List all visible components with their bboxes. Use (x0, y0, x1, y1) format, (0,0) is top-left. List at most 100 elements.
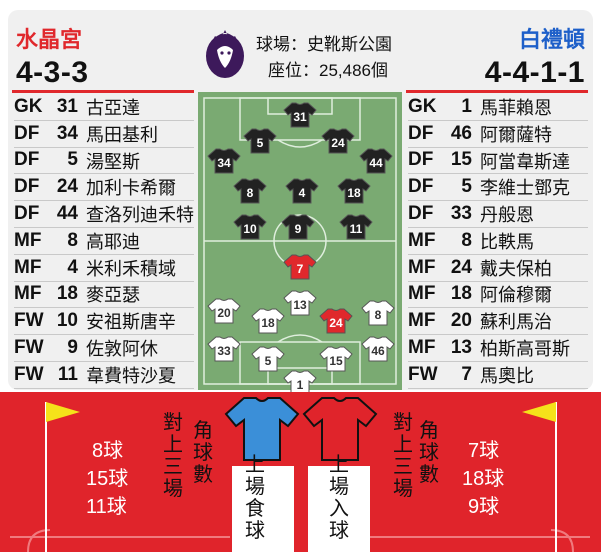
kit-number: 10 (243, 222, 257, 236)
home-stat-2: 15球 (86, 468, 129, 490)
player-number: 15 (450, 149, 472, 171)
kit-number: 13 (293, 298, 307, 312)
player-name: 安祖斯唐辛 (86, 312, 176, 333)
away-corner-flag-icon (522, 402, 556, 422)
away-stat-1: 7球 (468, 440, 500, 462)
away-label-corners: 角球數 (419, 420, 439, 486)
away-stat-3: 9球 (468, 496, 500, 518)
kit-number: 5 (257, 136, 264, 150)
away-kit-15: 15 (319, 346, 353, 372)
home-kit-34: 34 (207, 148, 241, 174)
player-position: DF (14, 122, 40, 144)
player-name: 加利卡希爾 (86, 178, 176, 199)
player-name: 高耶迪 (86, 231, 140, 252)
venue-name: 球場：史靴斯公園 (256, 35, 392, 54)
kit-number: 11 (350, 222, 363, 236)
player-position: MF (408, 256, 436, 278)
player-name: 阿倫穆爾 (480, 285, 552, 306)
home-kit-11: 11 (339, 214, 373, 240)
player-name: 蘇利馬治 (480, 312, 552, 333)
player-number: 20 (450, 310, 472, 332)
player-position: FW (14, 310, 44, 332)
player-name: 佐敦阿休 (86, 339, 158, 360)
away-kit-20: 20 (207, 298, 241, 324)
player-position: MF (408, 310, 436, 332)
kit-number: 20 (217, 306, 231, 320)
kit-number: 7 (297, 262, 304, 276)
player-number: 11 (57, 363, 78, 385)
kit-number: 46 (371, 344, 385, 358)
player-name: 馬奧比 (480, 365, 534, 386)
home-team-name: 水晶宮 (16, 27, 83, 52)
player-name: 湯堅斯 (86, 151, 140, 172)
legend-scored-label: 上場入球 (329, 454, 349, 542)
player-number: 24 (450, 256, 472, 278)
home-kit-5: 5 (243, 128, 277, 154)
player-name: 馬田基利 (86, 124, 158, 145)
away-kit-46: 46 (361, 336, 395, 362)
legend-conceded-label: 上場食球 (245, 454, 265, 542)
home-formation: 4-3-3 (16, 56, 89, 89)
player-name: 柏斯高哥斯 (480, 339, 570, 360)
kit-number: 24 (331, 136, 345, 150)
player-position: MF (408, 229, 436, 251)
player-position: MF (14, 229, 42, 251)
away-kit-13: 13 (283, 290, 317, 316)
home-player-row: FW 9 佐敦阿休 (14, 335, 194, 362)
home-stat-3: 11球 (86, 496, 127, 518)
home-player-row: DF 34 馬田基利 (14, 121, 194, 148)
player-number: 46 (450, 122, 472, 144)
player-position: FW (14, 337, 44, 359)
away-kit-8: 8 (361, 300, 395, 326)
kit-number: 18 (261, 316, 275, 330)
corner-field-lines (10, 402, 590, 552)
player-name: 米利禾積域 (86, 258, 176, 279)
home-label-corners: 角球數 (193, 420, 213, 486)
player-position: DF (408, 176, 434, 198)
player-number: 1 (461, 95, 472, 117)
player-name: 戴夫保柏 (480, 258, 552, 279)
player-position: FW (14, 363, 44, 385)
premier-league-lion-icon (206, 30, 244, 78)
scored-shirt-icon (302, 397, 378, 461)
scored-legend-box (308, 466, 370, 552)
player-number: 7 (461, 363, 472, 385)
venue-seats: 座位：25,486個 (268, 61, 388, 80)
player-number: 9 (67, 337, 78, 359)
player-name: 比軼馬 (480, 231, 534, 252)
player-number: 5 (67, 149, 78, 171)
away-kit-24: 24 (319, 308, 353, 334)
player-position: FW (408, 363, 438, 385)
home-kit-18: 18 (337, 178, 371, 204)
player-number: 24 (56, 176, 78, 198)
away-label-vs-last3: 對上三場 (393, 412, 413, 500)
conceded-legend-box (232, 466, 294, 552)
kit-number: 8 (375, 308, 382, 322)
home-kit-31: 31 (283, 102, 317, 128)
kit-number: 33 (217, 344, 231, 358)
away-kit-18: 18 (251, 308, 285, 334)
player-number: 34 (56, 122, 78, 144)
player-name: 阿爾薩特 (480, 124, 552, 145)
away-team-name: 白禮頓 (518, 27, 585, 52)
player-name: 馬菲賴恩 (480, 97, 552, 118)
venue-header: 球場：史靴斯公園 座位：25,486個 (198, 14, 402, 90)
